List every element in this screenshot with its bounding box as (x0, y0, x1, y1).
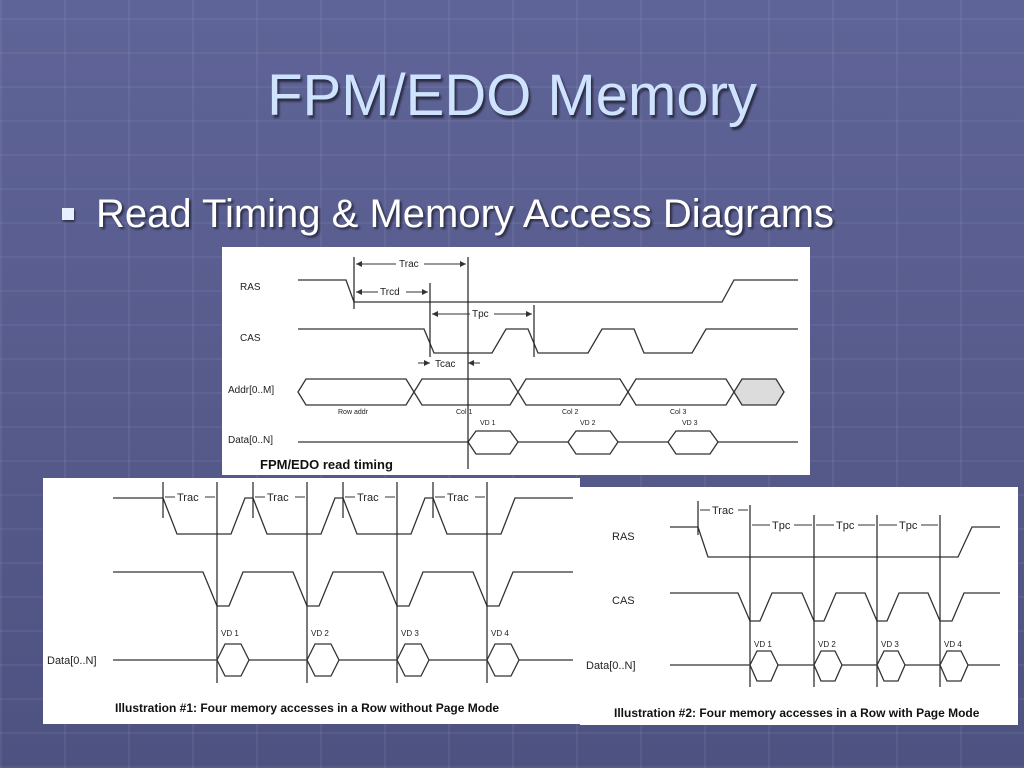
data-bus-waveform (670, 650, 1000, 682)
data-label-vd1: VD 1 (221, 629, 239, 638)
fpm-edo-read-timing-diagram: RAS CAS Addr[0..M] Data[0..N] Row addr C… (222, 247, 810, 475)
slide-title: FPM/EDO Memory (267, 63, 757, 128)
access-markers (697, 501, 941, 687)
data-bus-waveform (298, 430, 798, 455)
diagram-caption: FPM/EDO read timing (260, 457, 393, 472)
tcac-label: Tcac (435, 359, 456, 370)
diagram-caption: Illustration #1: Four memory accesses in… (115, 701, 499, 715)
tpc-label: Tpc (899, 520, 918, 532)
tpc-dimension (752, 518, 938, 531)
data-label-vd2: VD 2 (311, 629, 329, 638)
bullet-item: Read Timing & Memory Access Diagrams (62, 188, 834, 240)
data-label-vd2: VD 2 (580, 420, 596, 427)
data-label-vd3: VD 3 (682, 420, 698, 427)
data-label-vd1: VD 1 (754, 640, 772, 649)
ras-waveform (670, 526, 1000, 558)
tpc-label: Tpc (472, 309, 489, 320)
no-page-mode-diagram: Trac Trac Trac Trac Data[0..N] VD 1 VD 2… (43, 478, 580, 724)
data-label-vd4: VD 4 (491, 629, 509, 638)
bullet-text: Read Timing & Memory Access Diagrams (96, 191, 835, 236)
trac-label: Trac (267, 492, 289, 504)
data-label-vd3: VD 3 (401, 629, 419, 638)
cas-waveform (298, 328, 798, 354)
cas-signal-label: CAS (612, 595, 635, 607)
addr-signal-label: Addr[0..M] (228, 385, 274, 396)
data-label-vd1: VD 1 (480, 420, 496, 427)
trac-label: Trac (357, 492, 379, 504)
addr-label-col2: Col 2 (562, 409, 578, 416)
square-bullet-icon (62, 208, 74, 220)
addr-label-row: Row addr (338, 409, 369, 416)
data-bus-waveform (113, 643, 573, 677)
ras-signal-label: RAS (612, 531, 635, 543)
trac-label: Trac (177, 492, 199, 504)
trac-label: Trac (447, 492, 469, 504)
page-mode-diagram: RAS CAS Data[0..N] Trac Tpc Tpc Tpc (580, 487, 1018, 725)
ras-waveform (298, 279, 798, 303)
trac-label: Trac (712, 505, 734, 517)
data-signal-label: Data[0..N] (47, 655, 97, 667)
addr-label-col1: Col 1 (456, 409, 472, 416)
tpc-label: Tpc (772, 520, 791, 532)
ras-waveform (113, 497, 573, 535)
tpc-label: Tpc (836, 520, 855, 532)
page-mode-svg: RAS CAS Data[0..N] Trac Tpc Tpc Tpc (586, 501, 1000, 720)
data-signal-label: Data[0..N] (228, 435, 273, 446)
cas-waveform (113, 571, 573, 607)
no-page-mode-svg: Trac Trac Trac Trac Data[0..N] VD 1 VD 2… (47, 482, 573, 715)
ras-signal-label: RAS (240, 282, 261, 293)
data-label-vd2: VD 2 (818, 640, 836, 649)
addr-bus-waveform (297, 378, 785, 406)
data-label-vd4: VD 4 (944, 640, 962, 649)
cas-signal-label: CAS (240, 333, 261, 344)
data-signal-label: Data[0..N] (586, 660, 636, 672)
trac-dimension (165, 490, 485, 503)
addr-label-col3: Col 3 (670, 409, 686, 416)
trcd-label: Trcd (380, 287, 400, 298)
data-label-vd3: VD 3 (881, 640, 899, 649)
cas-waveform (670, 592, 1000, 622)
trac-label: Trac (399, 259, 419, 270)
diagram-caption: Illustration #2: Four memory accesses in… (614, 706, 980, 720)
read-timing-svg: RAS CAS Addr[0..M] Data[0..N] Row addr C… (228, 257, 798, 472)
access-markers (162, 482, 488, 683)
